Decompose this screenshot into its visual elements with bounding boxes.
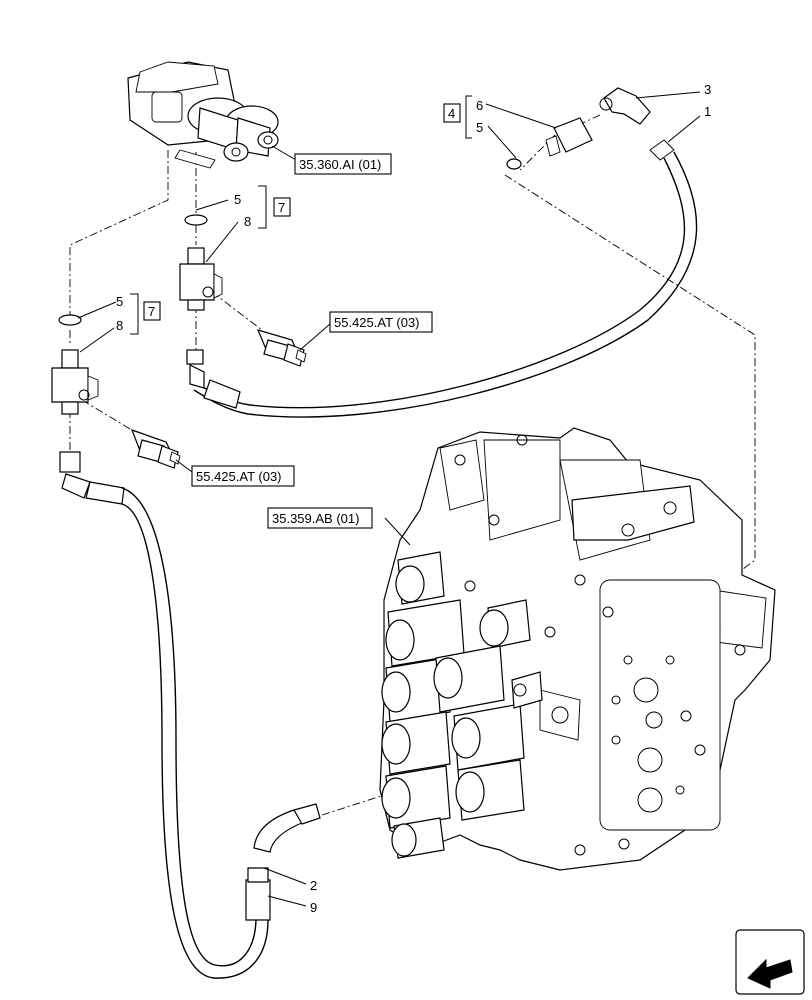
callouts: 1 3 6 5 4 5 8 7 5 8 7 2 9 — [116, 82, 711, 915]
callout-7-box-center — [273, 197, 291, 217]
elbow-fitting-3 — [599, 87, 651, 125]
ref-pressure-switch-upper[interactable]: 55.425.AT (03) — [334, 315, 420, 330]
callout-9: 9 — [310, 900, 317, 915]
hose-1 — [186, 139, 698, 418]
ref-control-valve[interactable]: 35.359.AB (01) — [272, 511, 359, 526]
ref-box-pressure-switch-lower[interactable] — [191, 465, 295, 487]
hose-2 — [59, 451, 321, 979]
adapter-6 — [545, 117, 593, 157]
callout-7-box-left — [143, 301, 161, 321]
ref-solenoid-valve[interactable]: 35.360.AI (01) — [299, 157, 381, 172]
brackets — [130, 95, 472, 335]
callout-4-box — [443, 103, 461, 123]
solenoid-valve-assembly — [127, 61, 279, 169]
callout-7-center: 7 — [278, 200, 285, 215]
callout-7-left: 7 — [148, 304, 155, 319]
callout-5-left: 5 — [116, 294, 123, 309]
pressure-switch-upper — [256, 329, 307, 367]
callout-5-top: 5 — [476, 120, 483, 135]
callout-8-left: 8 — [116, 318, 123, 333]
leader-lines — [77, 91, 701, 907]
callout-8-center: 8 — [244, 214, 251, 229]
ref-box-solenoid-valve[interactable] — [294, 153, 392, 175]
callout-6: 6 — [476, 98, 483, 113]
center-tee-fitting — [179, 214, 223, 311]
callout-2: 2 — [310, 878, 317, 893]
ref-box-pressure-switch-upper[interactable] — [329, 311, 433, 333]
reference-labels: 35.360.AI (01) 55.425.AT (03) 55.425.AT … — [191, 153, 433, 529]
o-ring-5 — [506, 158, 522, 170]
callout-1: 1 — [704, 104, 711, 119]
ref-box-control-valve[interactable] — [267, 507, 373, 529]
spool-caps — [381, 551, 543, 859]
callout-3: 3 — [704, 82, 711, 97]
callout-4: 4 — [448, 106, 455, 121]
callout-5-center: 5 — [234, 192, 241, 207]
arrow-icon[interactable] — [735, 929, 805, 995]
pressure-switch-lower — [130, 429, 181, 469]
left-tee-fitting — [51, 314, 99, 415]
ref-pressure-switch-lower[interactable]: 55.425.AT (03) — [196, 469, 282, 484]
control-valve-block — [379, 427, 776, 871]
